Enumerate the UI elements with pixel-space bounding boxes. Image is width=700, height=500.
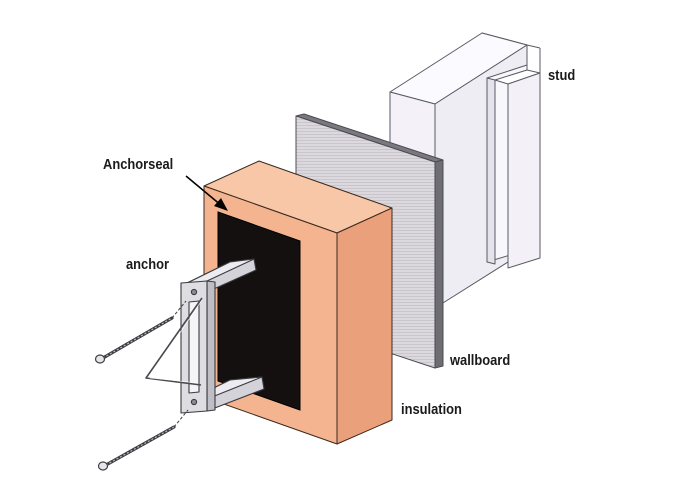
anchorseal-label: Anchorseal	[103, 156, 174, 173]
insulation-label: insulation	[401, 401, 462, 418]
anchor-hole-bottom	[190, 398, 198, 406]
nail-head	[94, 354, 106, 364]
anchor-hole-top	[190, 288, 198, 296]
anchorseal-leader-arrow	[185, 175, 228, 211]
masonry-anchor	[145, 258, 265, 414]
stud-lip-edge	[486, 77, 496, 265]
anchor-slot	[188, 300, 200, 394]
stud-channel-side	[507, 72, 541, 269]
nail-upper	[94, 300, 187, 364]
stud-label: stud	[548, 67, 576, 84]
wallboard-label: wallboard	[450, 352, 511, 369]
insulation-right-face	[336, 207, 393, 445]
anchor-wire-tie	[145, 297, 203, 386]
anchor-label: anchor	[126, 256, 170, 273]
nail-head	[97, 461, 109, 471]
nail-lower	[97, 409, 189, 471]
anchor-side-leg	[206, 280, 216, 412]
wallboard-side-edge	[434, 159, 444, 369]
